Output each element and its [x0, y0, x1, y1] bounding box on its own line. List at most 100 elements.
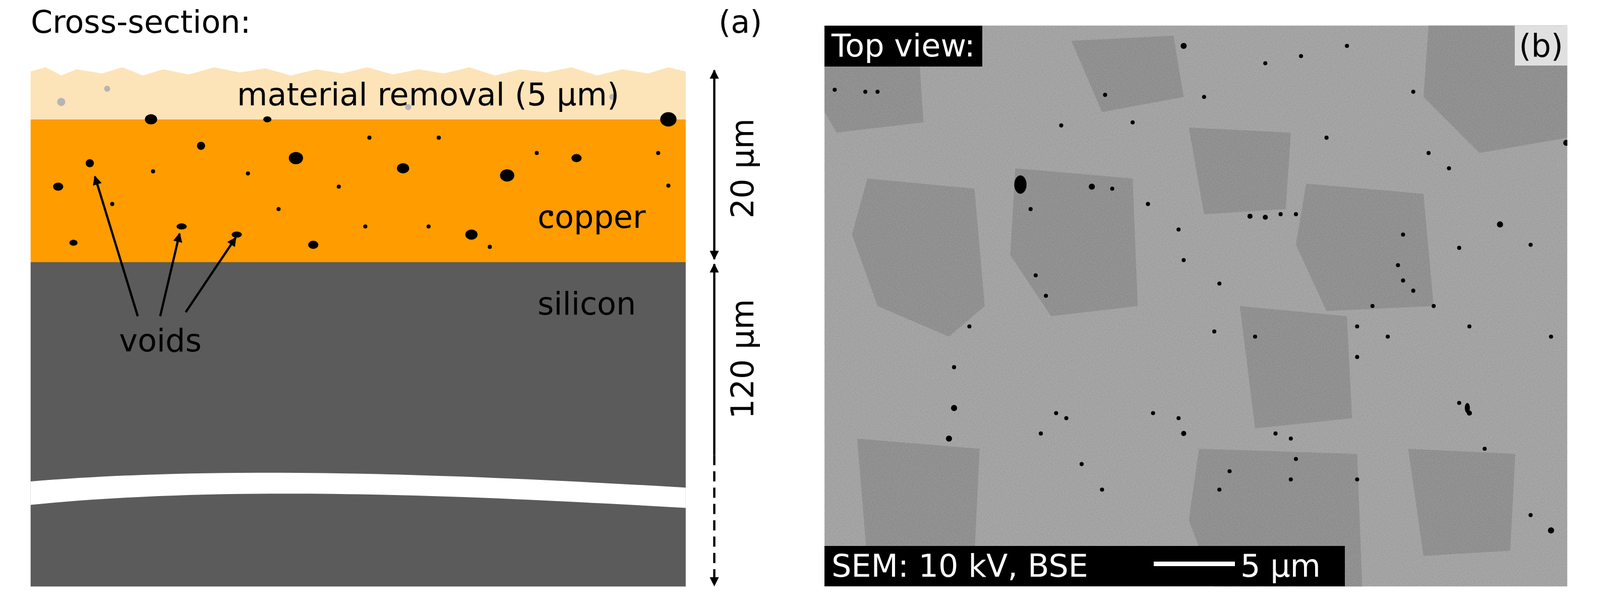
sem-void — [1467, 324, 1472, 329]
void — [288, 151, 304, 164]
sem-void — [1385, 334, 1390, 339]
sem-void — [1038, 431, 1043, 436]
sem-void — [1088, 183, 1095, 190]
void — [69, 239, 78, 246]
void — [660, 112, 677, 127]
sem-void — [1014, 175, 1027, 194]
void — [465, 229, 478, 240]
panel-letter: (a) — [718, 4, 762, 40]
sem-void — [945, 435, 953, 442]
void — [246, 171, 251, 176]
sem-void — [1400, 278, 1405, 283]
sem-void — [1033, 273, 1038, 278]
view-tag: Top view: — [824, 25, 983, 67]
sem-void — [863, 89, 868, 94]
sem-void — [952, 365, 957, 370]
sem-void — [1099, 487, 1104, 492]
sem-void — [1263, 61, 1268, 66]
sem-micrograph — [824, 25, 1568, 587]
sem-void — [1528, 513, 1533, 518]
panel-title: Cross-section: — [30, 4, 252, 40]
sem-void — [832, 87, 837, 92]
sem-void — [1370, 304, 1375, 309]
sem-void — [1217, 487, 1222, 492]
sem-void — [1227, 469, 1232, 474]
sem-void — [1180, 42, 1187, 49]
sem-void — [1110, 186, 1115, 191]
sem-void — [967, 324, 972, 329]
sem-void — [1053, 410, 1058, 416]
sem-void — [1262, 214, 1268, 220]
void — [276, 207, 281, 212]
sem-void — [1180, 431, 1187, 437]
sem-info-bar: SEM: 10 kV, BSE 5 µm — [824, 546, 1345, 587]
node-text: material removal (5 µm) — [236, 76, 620, 113]
sem-void — [951, 404, 958, 411]
sem-void — [1145, 202, 1150, 207]
removed-void — [56, 97, 66, 106]
sem-void — [1446, 166, 1451, 171]
removal-band — [30, 67, 686, 120]
sem-void — [1043, 293, 1048, 299]
sem-void — [1130, 120, 1135, 125]
silicon-layer: silicon — [30, 262, 686, 587]
sem-void — [1411, 288, 1416, 293]
node-text: silicon — [537, 285, 636, 322]
removed-void — [103, 85, 110, 92]
void — [500, 169, 515, 182]
sem-void — [1548, 527, 1555, 534]
sem-void — [1212, 329, 1217, 334]
sem-void — [1298, 53, 1303, 58]
sem-void — [1400, 232, 1405, 237]
void — [52, 182, 64, 191]
scale-bar — [1153, 561, 1235, 567]
sem-void — [1176, 227, 1181, 232]
sem-void — [1253, 334, 1258, 339]
node-text: SEM: 10 kV, BSE — [831, 548, 1089, 584]
void — [197, 141, 206, 150]
sem-void — [1549, 334, 1554, 339]
panel-letter: (b) — [1514, 25, 1568, 66]
sem-void — [1354, 477, 1359, 482]
removal-layer: material removal (5 µm) — [30, 70, 686, 120]
void — [363, 224, 368, 229]
void — [666, 183, 671, 188]
node-text: 5 µm — [1240, 548, 1321, 584]
sem-void — [1426, 150, 1431, 155]
sem-void — [1288, 436, 1293, 441]
void — [263, 116, 272, 123]
sem-void — [1288, 477, 1293, 482]
void — [110, 202, 115, 207]
copper-layer: copper — [30, 119, 686, 263]
sem-void — [1058, 123, 1063, 128]
copper-band — [30, 119, 686, 263]
break-gap — [30, 472, 686, 509]
sem-void — [1103, 92, 1108, 97]
sem-void — [1324, 135, 1329, 140]
sem-void — [1064, 416, 1069, 421]
void — [85, 159, 94, 168]
sem-void — [1176, 416, 1181, 421]
void — [656, 150, 661, 155]
sem-void — [1482, 446, 1487, 451]
dimension-label: 20 µm — [724, 118, 761, 219]
void — [426, 224, 431, 229]
void — [571, 154, 582, 163]
void — [534, 150, 539, 155]
void-leaders — [94, 176, 236, 317]
silicon-band — [30, 262, 686, 587]
voids-label: voids — [119, 322, 202, 359]
sem-void — [1028, 207, 1033, 212]
dimension-label: 120 µm — [724, 299, 761, 420]
sem-void — [1273, 431, 1278, 436]
void — [336, 184, 341, 189]
node-text: Top view: — [831, 27, 976, 64]
void — [367, 135, 372, 140]
sem-void — [1464, 402, 1470, 413]
void — [487, 245, 492, 250]
sem-void — [1354, 324, 1359, 329]
void — [231, 231, 242, 238]
sem-void — [1431, 304, 1436, 309]
void — [396, 163, 409, 174]
void — [144, 114, 157, 125]
